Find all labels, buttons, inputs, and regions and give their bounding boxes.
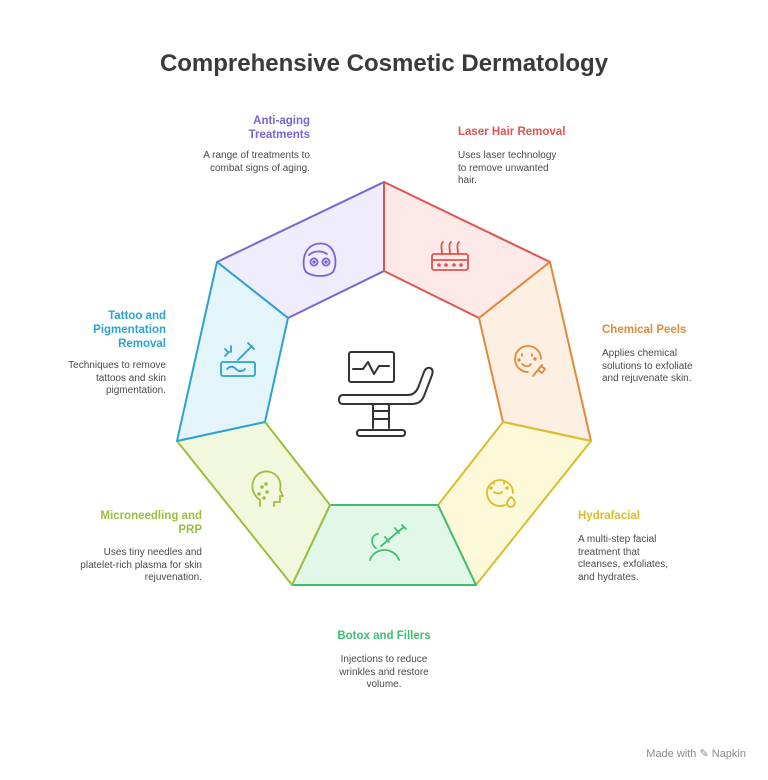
brand-footer: Made with ✎ Napkin xyxy=(646,748,746,760)
laser-skin-icon xyxy=(220,342,256,377)
label-anti-aging: Anti-aging Treatments xyxy=(248,115,310,141)
desc-chemical-peels: Applies chemical solutions to exfoliate … xyxy=(602,348,693,384)
segment-tattoo xyxy=(176,261,289,442)
label-botox: Botox and Fillers xyxy=(337,630,431,642)
skin-hair-icon xyxy=(431,241,469,271)
treatment-chair-icon xyxy=(338,351,434,437)
face-mask-icon xyxy=(302,242,337,277)
label-chemical-peels: Chemical Peels xyxy=(602,324,687,336)
label-tattoo: Tattoo and Pigmentation Removal xyxy=(93,310,166,350)
syringe-icon xyxy=(369,524,407,561)
desc-hydrafacial: A multi-step facial treatment that clean… xyxy=(578,534,669,583)
page-title: Comprehensive Cosmetic Dermatology xyxy=(159,50,609,77)
head-dots-icon xyxy=(251,470,284,507)
label-hydrafacial: Hydrafacial xyxy=(578,510,641,522)
desc-anti-aging: A range of treatments to combat signs of… xyxy=(203,150,310,174)
desc-laser-hair: Uses laser technology to remove unwanted… xyxy=(458,150,557,186)
face-spray-icon xyxy=(486,479,516,508)
face-brush-icon xyxy=(514,345,546,377)
desc-tattoo: Techniques to remove tattoos and skin pi… xyxy=(68,360,166,396)
label-laser-hair: Laser Hair Removal xyxy=(458,126,566,138)
desc-botox: Injections to reduce wrinkles and restor… xyxy=(339,654,429,690)
label-microneedling: Microneedling and PRP xyxy=(100,510,202,536)
desc-microneedling: Uses tiny needles and platelet-rich plas… xyxy=(80,547,202,583)
